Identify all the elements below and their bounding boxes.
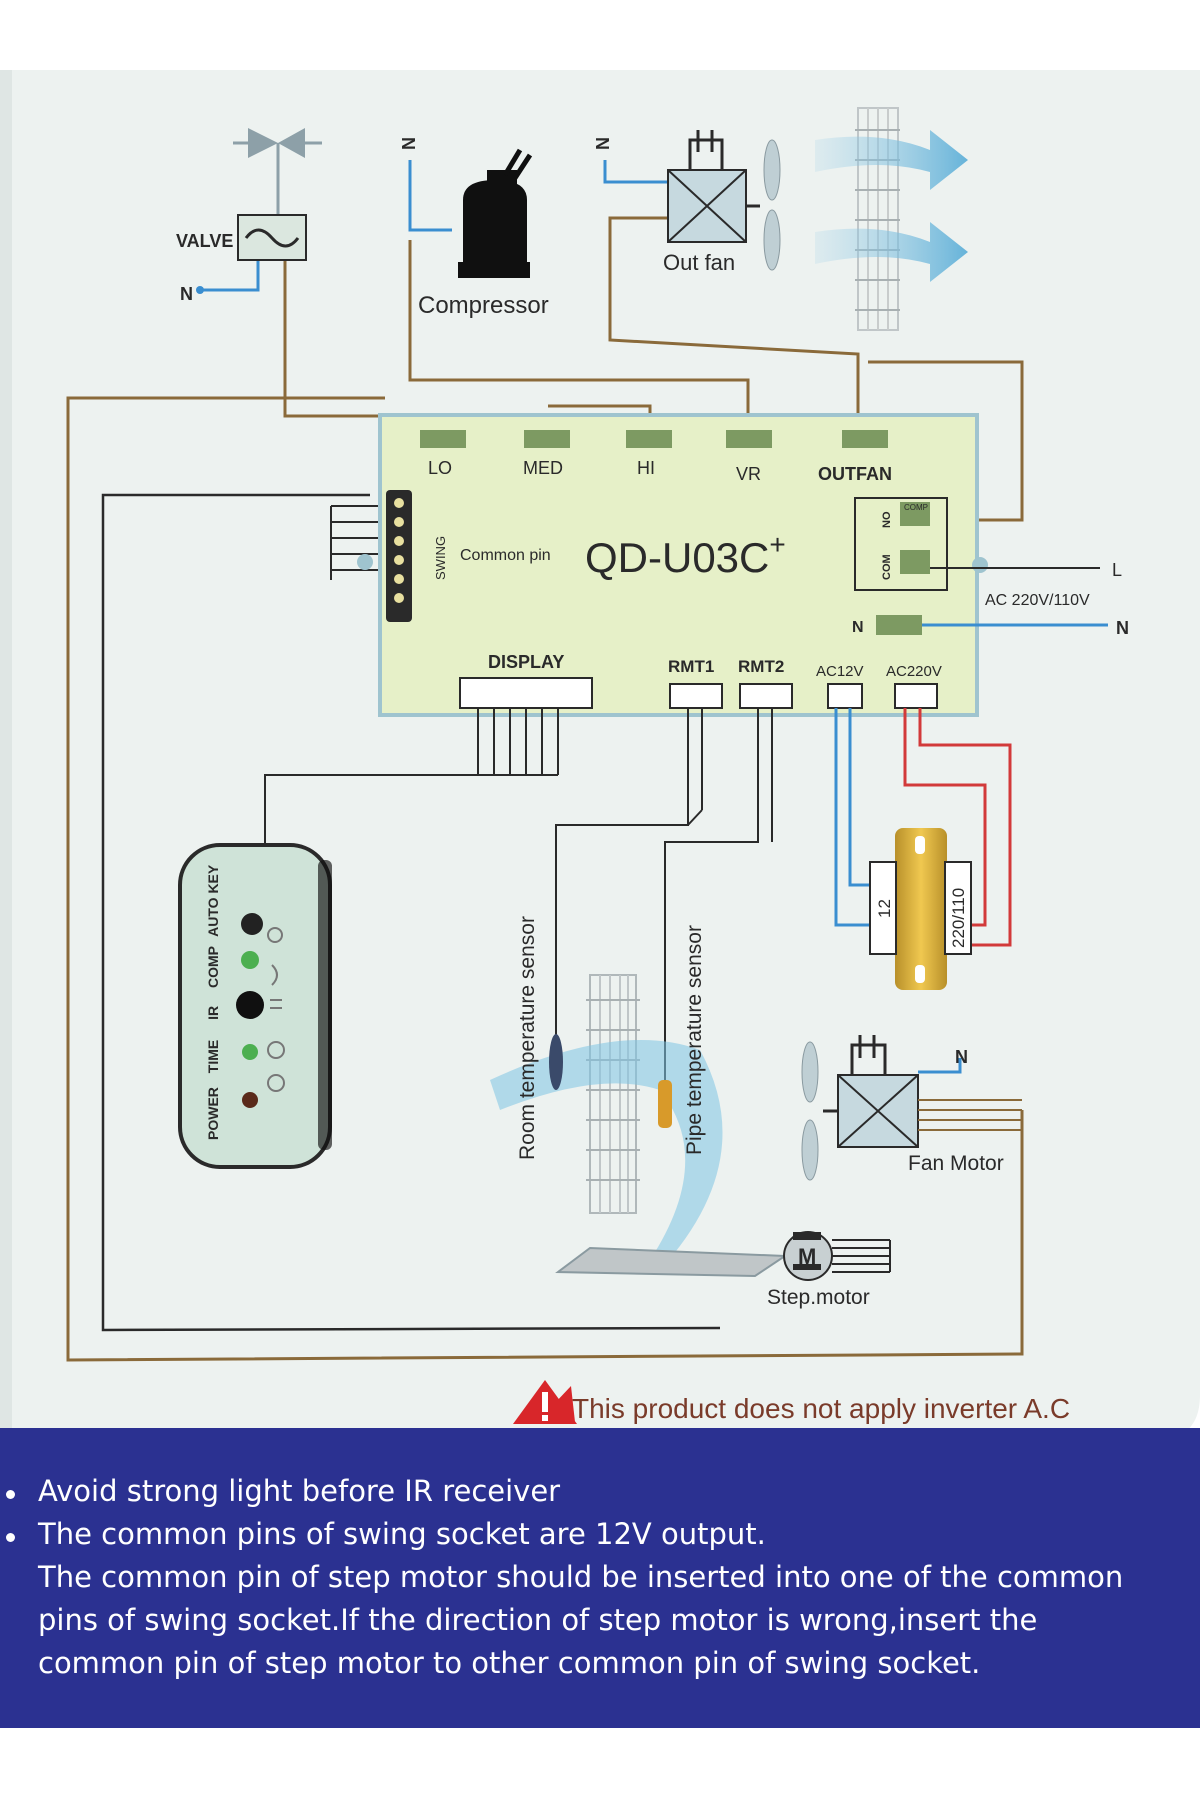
display-label: DISPLAY <box>488 652 564 672</box>
power-key-label: POWER <box>205 1087 221 1140</box>
ac12v-connector <box>827 683 863 709</box>
relay-comp-label: COMP <box>904 503 928 512</box>
relay-no-label: NO <box>881 511 893 528</box>
note-line-1: Avoid strong light before IR receiver <box>38 1474 561 1508</box>
valve-neutral-label: N <box>180 284 193 304</box>
display-cable <box>264 708 559 845</box>
display-panel <box>178 843 332 1169</box>
auto-key-label: AUTO KEY <box>205 864 221 937</box>
outdoor-fan-icon <box>667 130 781 271</box>
swing-wires <box>330 505 386 580</box>
bullet-2 <box>6 1533 15 1542</box>
display-connector <box>459 677 593 709</box>
swing-socket <box>357 490 412 622</box>
neutral-input-label: N <box>1116 618 1129 638</box>
outdoor-airflow-arrows <box>815 130 968 282</box>
warning-text: This product does not apply inverter A.C <box>572 1393 1070 1424</box>
valve-label: VALVE <box>176 231 233 251</box>
indoor-fan-motor <box>801 1035 1022 1181</box>
board-model: QD-U03C+ <box>585 529 786 581</box>
frame-wire-dark <box>101 493 721 1332</box>
board-model-sup: + <box>769 529 785 560</box>
board-model-text: QD-U03C <box>585 534 769 581</box>
main-relay <box>854 497 988 591</box>
fan-motor-label: Fan Motor <box>908 1152 1004 1175</box>
transformer-red-wires <box>903 708 1012 947</box>
ac-supply-label: AC 220V/110V <box>985 592 1090 609</box>
ir-key-label: IR <box>205 1006 221 1020</box>
rmt2-connector <box>739 683 793 709</box>
relay-label-hi: HI <box>637 458 655 478</box>
room-sensor-label: Room temperature sensor <box>516 916 539 1160</box>
swing-label: SWING <box>433 536 448 580</box>
notes-panel: Avoid strong light before IR receiver Th… <box>0 1428 1200 1728</box>
step-motor-letter: M <box>798 1244 816 1269</box>
transformer <box>869 828 972 990</box>
wire-outfan <box>608 216 860 430</box>
relay-label-outfan: OUTFAN <box>818 464 892 484</box>
note-line-3: The common pin of step motor should be i… <box>38 1560 1124 1594</box>
note-line-2: The common pins of swing socket are 12V … <box>38 1517 766 1551</box>
transformer-low-label: 12 <box>875 899 894 918</box>
note-line-4: pins of swing socket.If the direction of… <box>38 1603 1038 1637</box>
relay-com-label: COM <box>881 554 893 580</box>
pipe-sensor-cable <box>664 708 773 1085</box>
fan-neutral-label: N <box>955 1047 968 1067</box>
compressor-label: Compressor <box>418 292 549 319</box>
note-line-5: common pin of step motor to other common… <box>38 1646 981 1680</box>
pipe-sensor-probe <box>658 1080 672 1128</box>
display-key-labels: POWER TIME IR COMP AUTO KEY <box>205 864 221 1140</box>
time-key-label: TIME <box>205 1040 221 1073</box>
transformer-blue-wires <box>834 708 870 927</box>
valve-neutral-wire <box>200 258 260 292</box>
room-sensor-cable <box>555 708 703 1045</box>
valve-icon <box>233 128 322 261</box>
board-neutral-label: N <box>852 619 864 636</box>
compressor-icon <box>458 148 533 278</box>
transformer-high-label: 220/110 <box>949 888 968 948</box>
left-shadow <box>0 70 12 1440</box>
ac12v-label: AC12V <box>816 663 864 680</box>
live-label: L <box>1112 560 1122 580</box>
neutral-terminal <box>876 615 922 635</box>
bullet-1 <box>6 1490 15 1499</box>
common-pin-label: Common pin <box>460 547 551 564</box>
diagram-background <box>0 70 1200 1440</box>
relay-label-lo: LO <box>428 458 452 478</box>
outfan-neutral-wire <box>603 160 668 184</box>
wire-comp-relay <box>868 360 1024 522</box>
room-sensor-probe <box>549 1034 563 1090</box>
compressor-neutral-wire <box>408 160 452 232</box>
rmt1-connector <box>669 683 723 709</box>
wire-vr <box>408 240 750 430</box>
step-motor <box>555 1231 891 1281</box>
relay-terminals <box>420 430 888 448</box>
rmt1-label: RMT1 <box>668 657 714 676</box>
out-fan-label: Out fan <box>663 250 735 275</box>
outfan-neutral-label: N <box>593 137 613 150</box>
comp-key-label: COMP <box>205 946 221 988</box>
ac220v-label: AC220V <box>886 663 942 680</box>
rmt2-label: RMT2 <box>738 657 784 676</box>
ac220v-connector <box>894 683 938 709</box>
indoor-airflow-arrow <box>490 1040 723 1270</box>
step-motor-label: Step.motor <box>767 1286 870 1309</box>
indoor-coil <box>586 974 640 1214</box>
compressor-neutral-label: N <box>399 137 419 150</box>
frame-wire-brown <box>66 396 1024 1362</box>
relay-label-med: MED <box>523 458 563 478</box>
pipe-sensor-label: Pipe temperature sensor <box>683 925 706 1155</box>
relay-label-vr: VR <box>736 464 761 484</box>
